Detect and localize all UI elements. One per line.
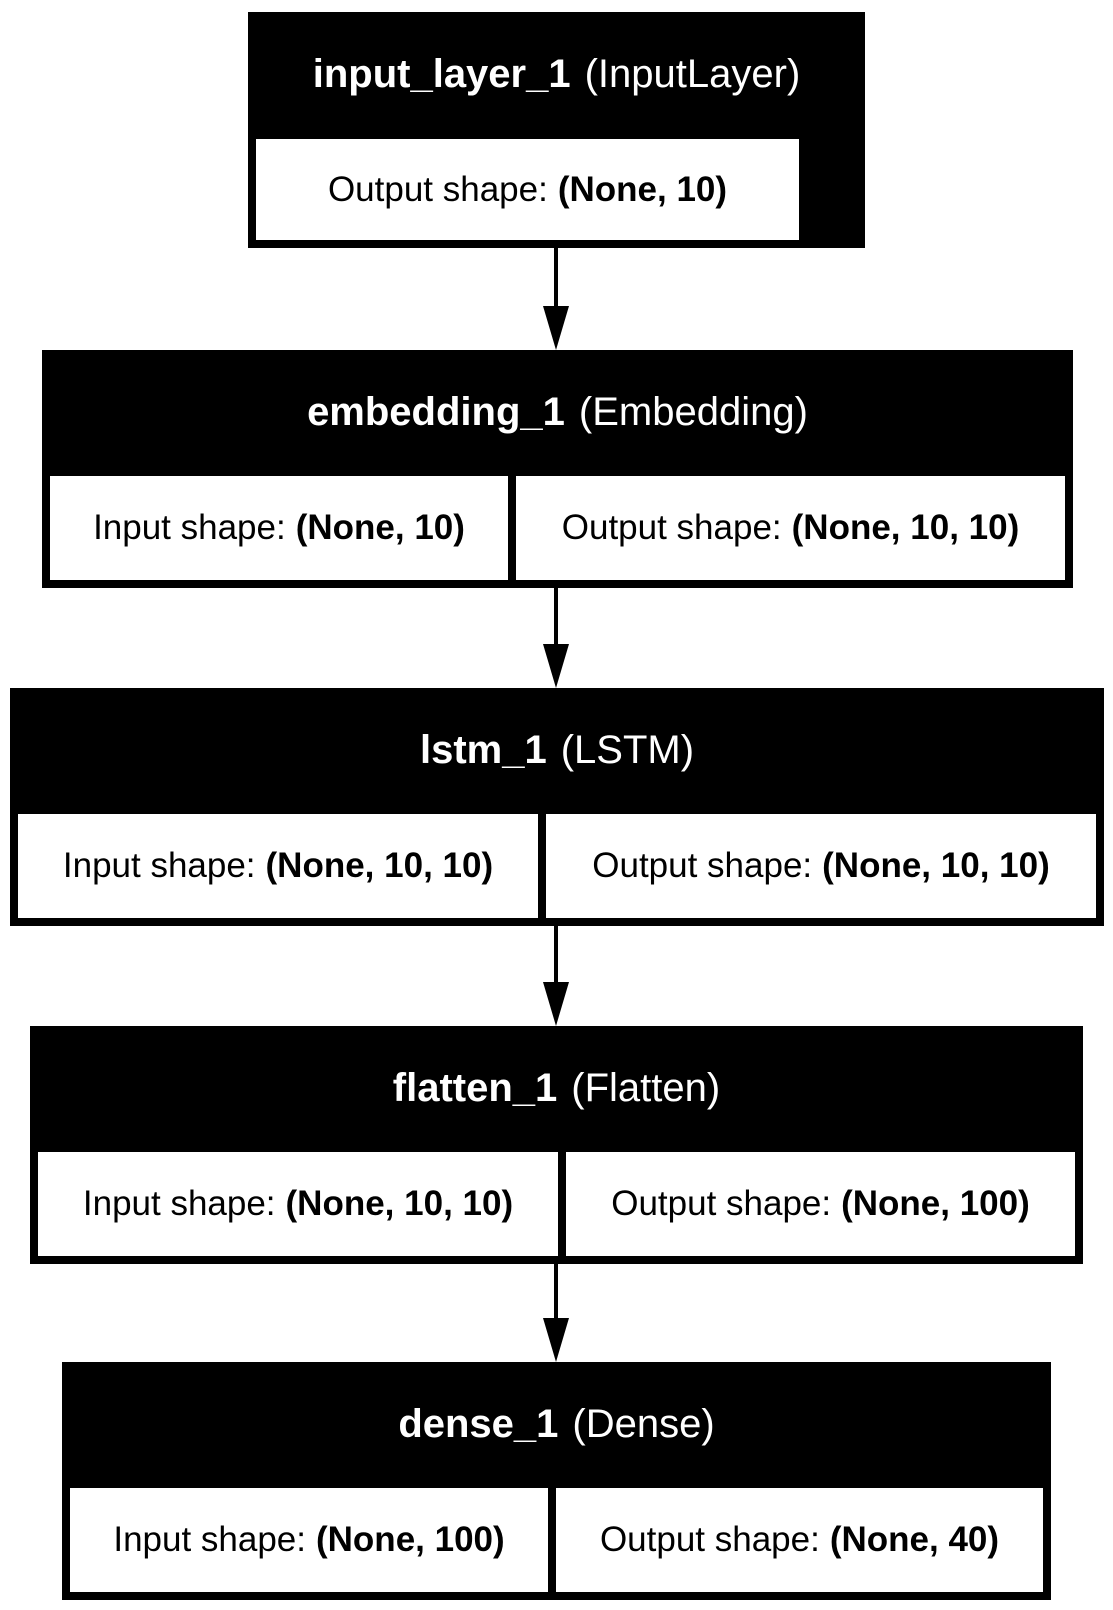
input-shape-cell: Input shape: (None, 100) xyxy=(70,1488,548,1592)
output-shape-cell: Output shape: (None, 10, 10) xyxy=(516,476,1065,580)
input-shape-value: (None, 10, 10) xyxy=(265,846,494,885)
layer-node-dense-1: dense_1 (Dense) Input shape: (None, 100)… xyxy=(62,1362,1051,1600)
input-shape-label: Input shape: xyxy=(62,846,256,885)
output-shape-cell: Output shape: (None, 10, 10) xyxy=(546,814,1096,918)
input-shape-label: Input shape: xyxy=(93,508,286,547)
output-shape-label: Output shape: xyxy=(561,508,782,547)
output-shape-value: (None, 100) xyxy=(841,1184,1030,1223)
output-shape-cell: Output shape: (None, 40) xyxy=(556,1488,1043,1592)
layer-type: (Embedding) xyxy=(578,389,808,434)
layer-name: embedding_1 xyxy=(307,389,565,434)
layer-name: lstm_1 xyxy=(419,727,547,772)
output-shape-value: (None, 10, 10) xyxy=(822,846,1050,885)
output-shape-cell: Output shape: (None, 100) xyxy=(566,1152,1075,1256)
input-shape-cell: Input shape: (None, 10, 10) xyxy=(38,1152,558,1256)
layer-node-lstm-1: lstm_1 (LSTM) Input shape: (None, 10, 10… xyxy=(10,688,1104,926)
layer-node-flatten-1: flatten_1 (Flatten) Input shape: (None, … xyxy=(30,1026,1083,1264)
edge-input-to-embedding xyxy=(543,246,569,350)
layer-type: (Dense) xyxy=(572,1401,715,1446)
layer-title: flatten_1 (Flatten) xyxy=(30,1026,1083,1150)
input-shape-cell: Input shape: (None, 10) xyxy=(50,476,508,580)
output-shape-label: Output shape: xyxy=(611,1184,832,1223)
input-shape-value: (None, 100) xyxy=(316,1520,505,1559)
output-shape-value: (None, 40) xyxy=(829,1520,1000,1559)
input-shape-value: (None, 10) xyxy=(295,508,465,547)
layer-title: lstm_1 (LSTM) xyxy=(10,688,1104,812)
layer-node-embedding-1: embedding_1 (Embedding) Input shape: (No… xyxy=(42,350,1073,588)
layer-title: input_layer_1 (InputLayer) xyxy=(248,12,865,136)
output-shape-label: Output shape: xyxy=(592,846,813,885)
layer-node-input-layer-1: input_layer_1 (InputLayer) Output shape:… xyxy=(248,12,865,248)
edge-embedding-to-lstm xyxy=(543,586,569,688)
layer-title: embedding_1 (Embedding) xyxy=(42,350,1073,474)
output-shape-cell: Output shape: (None, 10) xyxy=(256,139,799,240)
output-shape-label: Output shape: xyxy=(327,169,548,209)
input-shape-label: Input shape: xyxy=(82,1184,276,1223)
output-shape-value: (None, 10) xyxy=(557,169,728,209)
layer-name: input_layer_1 xyxy=(312,51,571,96)
layer-type: (Flatten) xyxy=(571,1065,721,1110)
input-shape-label: Input shape: xyxy=(113,1520,306,1559)
layer-title: dense_1 (Dense) xyxy=(62,1362,1051,1486)
output-shape-value: (None, 10, 10) xyxy=(791,508,1020,547)
output-shape-label: Output shape: xyxy=(599,1520,820,1559)
layer-name: flatten_1 xyxy=(392,1065,558,1110)
layer-name: dense_1 xyxy=(398,1401,559,1446)
layer-type: (InputLayer) xyxy=(584,51,801,96)
input-shape-cell: Input shape: (None, 10, 10) xyxy=(18,814,538,918)
layer-type: (LSTM) xyxy=(560,727,695,772)
input-shape-value: (None, 10, 10) xyxy=(285,1184,514,1223)
edge-lstm-to-flatten xyxy=(543,924,569,1026)
edge-flatten-to-dense xyxy=(543,1262,569,1362)
